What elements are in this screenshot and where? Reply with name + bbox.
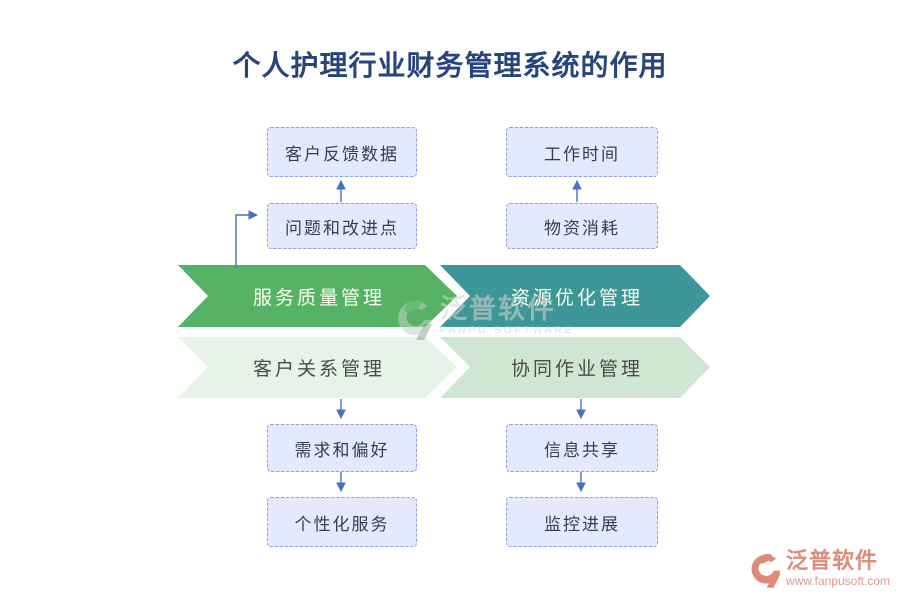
node-work-hours: 工作时间 <box>506 127 658 177</box>
footer-logo: 泛普软件 www.fanpusoft.com <box>748 550 890 588</box>
footer-url-text: www.fanpusoft.com <box>785 574 890 588</box>
band-resource-optimization <box>440 265 710 327</box>
node-issues-improvements: 问题和改进点 <box>267 203 417 249</box>
band-label-service-quality: 服务质量管理 <box>252 287 385 309</box>
footer-brand-text: 泛普软件 <box>785 548 878 573</box>
node-material-consumption: 物资消耗 <box>506 203 658 249</box>
node-personalized-service: 个性化服务 <box>267 497 417 547</box>
footer-logo-icon <box>751 554 781 588</box>
node-monitor-progress: 监控进展 <box>506 497 658 547</box>
node-needs-preferences: 需求和偏好 <box>267 424 417 472</box>
node-information-sharing: 信息共享 <box>506 424 658 472</box>
connector-band-to-issues-elbow <box>235 210 259 268</box>
band-customer-relationship <box>178 337 457 398</box>
band-service-quality <box>178 265 457 327</box>
node-customer-feedback: 客户反馈数据 <box>267 127 417 177</box>
band-label-resource-optimization: 资源优化管理 <box>510 287 643 309</box>
page-title: 个人护理行业财务管理系统的作用 <box>232 51 668 82</box>
band-label-collaborative-operations: 协同作业管理 <box>510 359 643 380</box>
band-label-customer-relationship: 客户关系管理 <box>252 359 385 380</box>
band-collaborative-operations <box>440 337 710 398</box>
